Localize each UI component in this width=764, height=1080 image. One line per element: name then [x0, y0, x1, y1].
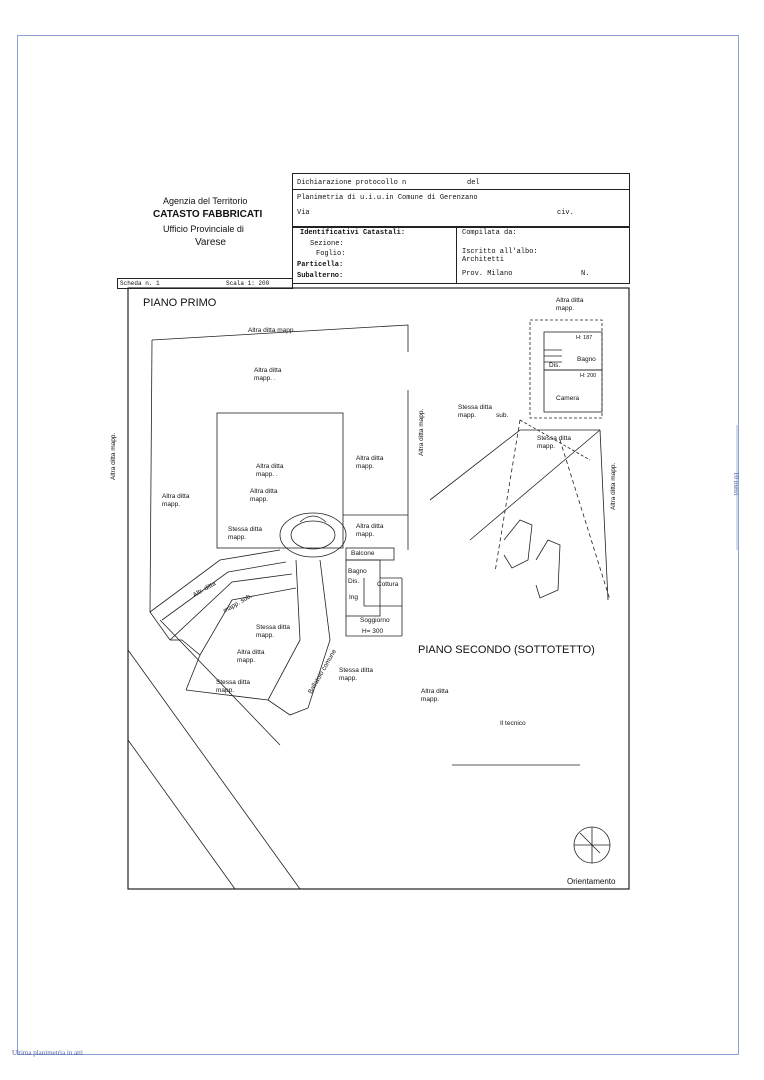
label-h187: H: 187 [576, 335, 593, 341]
label-stessa-ditta-3: Stessa ditta [216, 679, 250, 686]
label-stessa-mapp-1: mapp. [228, 534, 247, 541]
label-h300: H= 300 [362, 628, 384, 635]
page-border-bottom [17, 1054, 739, 1055]
form-top-box [292, 173, 630, 227]
label-stessa-ditta-6: Stessa ditta [537, 435, 571, 442]
form-iscritto: Iscritto all'albo: [462, 248, 538, 256]
agency-line3: Ufficio Provinciale di [163, 224, 244, 234]
form-sezione: Sezione: [310, 240, 344, 248]
label-stessa-ditta-2: Stessa ditta [256, 624, 290, 631]
label-camera: Camera [556, 395, 580, 402]
label-altra-ditta-2: Altra ditta [256, 463, 284, 470]
label-altra-ditta-vert-mid: Altra ditta mapp. [418, 408, 425, 456]
form-dichiarazione: Dichiarazione protocollo n [297, 179, 407, 187]
form-line-1 [292, 189, 630, 190]
footer-note: Ultima planimetria in atti [12, 1049, 83, 1057]
label-dis: Dis. [348, 578, 360, 585]
page-border-left [17, 35, 18, 1055]
label-bagno: Bagno [348, 568, 367, 575]
orientamento-label: Orientamento [567, 877, 616, 886]
label-stessa-mapp-5: mapp. [458, 412, 477, 419]
label-stessa-ditta-5: Stessa ditta [458, 404, 492, 411]
label-mapp-5: mapp. [162, 501, 181, 508]
form-bottom-box [292, 227, 630, 284]
form-num: N. [581, 270, 590, 278]
label-mapp-8: mapp. [421, 696, 440, 703]
agency-line1: Agenzia del Territorio [163, 196, 248, 206]
label-stessa-mapp-2: mapp. [256, 632, 275, 639]
agency-line4: Varese [195, 237, 226, 248]
form-subalterno: Subalterno: [297, 272, 344, 280]
label-mapp-1: mapp. . [254, 375, 276, 382]
label-altra-ditta-5: Altra ditta [162, 493, 190, 500]
label-mapp-7: mapp. [237, 657, 256, 664]
label-mapp-3: mapp. [250, 496, 269, 503]
label-altra-ditta-4: Altra ditta [356, 455, 384, 462]
label-altra-ditta-6: Altra ditta [356, 523, 384, 530]
form-del: del [467, 179, 480, 187]
label-mapp-4: mapp. [356, 463, 375, 470]
form-compilata: Compilata da: [462, 229, 517, 237]
label-bagno-2: Bagno [577, 356, 596, 363]
label-altra-ditta-3: Altra ditta [250, 488, 278, 495]
il-tecnico-label: Il tecnico [500, 720, 526, 727]
label-stessa-sub-5: sub. [496, 412, 509, 419]
label-dis-2: Dis. [549, 362, 561, 369]
form-scheda: Scheda n. 1 [120, 280, 160, 287]
page-border-right [738, 35, 739, 1055]
label-cottura: Cottura [377, 581, 399, 588]
piano-primo-title: PIANO PRIMO [143, 297, 217, 309]
form-via: Via [297, 209, 310, 217]
label-altra-ditta-8: Altra ditta [421, 688, 449, 695]
agency-line2: CATASTO FABBRICATI [153, 209, 263, 220]
label-stessa-mapp-3: mapp. [216, 687, 235, 694]
form-identificativi: Identificativi Catastali: [300, 229, 406, 237]
label-balcone: Balcone [351, 550, 375, 557]
form-particella: Particella: [297, 261, 344, 269]
form-planimetria: Planimetria di u.i.u.in Comune di Gerenz… [297, 194, 478, 202]
form-prov: Prov. Milano [462, 270, 513, 278]
label-mapp-6: mapp. [356, 531, 375, 538]
label-altra-ditta-1: Altra ditta [254, 367, 282, 374]
form-divider [456, 227, 457, 284]
label-altra-ditta-9: Altra ditta [556, 297, 584, 304]
label-soggiorno: Soggiorno [360, 617, 390, 624]
form-civ: civ. [557, 209, 574, 217]
form-albo-value: Architetti [462, 256, 505, 264]
label-stessa-ditta-1: Stessa ditta [228, 526, 262, 533]
label-stessa-mapp-6: mapp. [537, 443, 556, 450]
label-mapp-9: mapp. [556, 305, 575, 312]
label-stessa-mapp-4: mapp. [339, 675, 358, 682]
label-ing: Ing [349, 594, 359, 601]
form-scala: Scala 1: 200 [226, 280, 270, 287]
label-h200: H: 200 [580, 373, 597, 379]
scale-note: 10 metri [732, 472, 740, 496]
form-foglio: Foglio: [316, 250, 346, 258]
label-altra-ditta-7: Altra ditta [237, 649, 265, 656]
label-altra-ditta-vert-left: Altra ditta mapp. [110, 432, 117, 480]
piano-secondo-title: PIANO SECONDO (SOTTOTETTO) [418, 644, 595, 656]
page-border-top [17, 35, 739, 36]
label-altra-ditta-vert-right: Altra ditta mapp. [610, 462, 617, 510]
label-mapp-2: mapp. . [256, 471, 278, 478]
label-altra-ditta-top: Altra ditta mapp. [248, 327, 296, 334]
label-stessa-ditta-4: Stessa ditta [339, 667, 373, 674]
